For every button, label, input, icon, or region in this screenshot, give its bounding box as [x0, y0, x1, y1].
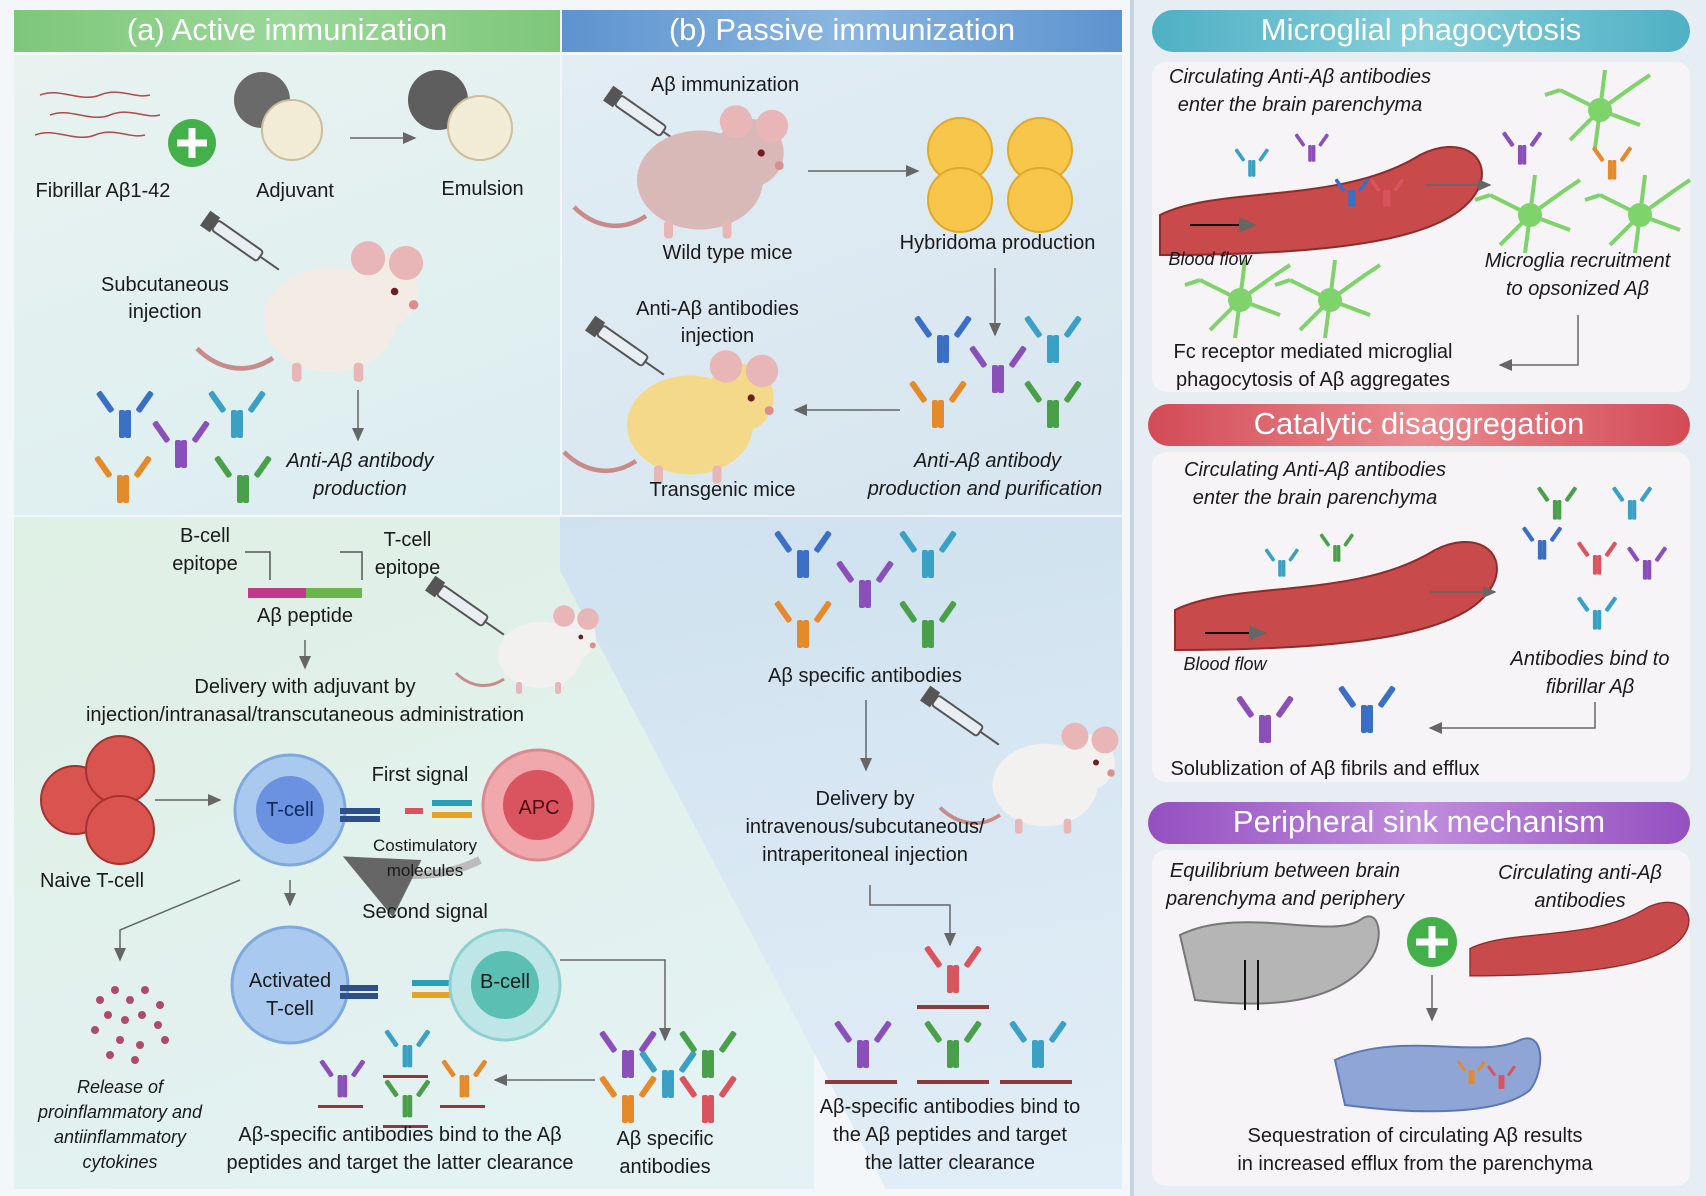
label-release-3: antiinflammatory [53, 1127, 187, 1147]
antibody-group-passive-bottom [773, 530, 958, 648]
hybridoma-cells [927, 117, 1073, 233]
header-passive: (b) Passive immunization [562, 10, 1122, 52]
label-mg-blood-flow: Blood flow [1168, 249, 1252, 269]
label-ps-equil-2: parenchyma and periphery [1166, 888, 1404, 910]
label-release-4: cytokines [82, 1152, 158, 1172]
label-passive-delivery-3: intraperitoneal injection [762, 844, 968, 866]
label-ps-circ-1: Circulating anti-Aβ [1498, 862, 1662, 884]
label-cd-solub: Solublization of Aβ fibrils and efflux [1170, 758, 1480, 780]
header-active: (a) Active immunization [14, 10, 560, 52]
label-naive: Naive T-cell [39, 870, 145, 892]
label-passive-bind-2: the Aβ peptides and target [833, 1124, 1067, 1146]
label-specific-1: Aβ specific [616, 1128, 714, 1150]
cytokine-dots [91, 986, 169, 1064]
header-peripheral: Peripheral sink mechanism [1148, 802, 1690, 844]
fibril-cluster [34, 91, 161, 139]
column-divider [1130, 0, 1134, 1196]
label-ps-equil-1: Equilibrium between brain [1169, 860, 1401, 882]
label-bcell-epitope-2: epitope [172, 553, 238, 575]
label-cd-circ-1: Circulating Anti-Aβ antibodies [1184, 459, 1446, 481]
blood-vessel-microglial [1159, 145, 1483, 256]
label-transgenic: Transgenic mice [649, 479, 796, 501]
antibody-group-active-bottom [598, 1030, 738, 1123]
label-tcell: T-cell [266, 799, 314, 821]
antibody-group-active [93, 390, 273, 503]
label-tcell-epitope-1: T-cell [383, 529, 432, 551]
label-cd-circ-2: enter the brain parenchyma [1192, 487, 1438, 509]
label-specific-2: antibodies [619, 1156, 711, 1178]
label-costim-2: molecules [386, 861, 464, 880]
label-apc: APC [518, 797, 560, 819]
label-mg-fc-2: phagocytosis of Aβ aggregates [1176, 369, 1450, 391]
label-subcutaneous-1: Subcutaneous [101, 274, 229, 296]
label-second-signal: Second signal [362, 901, 488, 923]
label-bind-2: peptides and target the latter clearance [226, 1152, 574, 1174]
label-tcell-epitope-2: epitope [374, 557, 441, 579]
header-catalytic: Catalytic disaggregation [1148, 404, 1690, 446]
peripheral-panel [1152, 850, 1690, 1186]
label-release-2: proinflammatory and [37, 1102, 203, 1122]
label-fibrillar: Fibrillar Aβ1-42 [35, 180, 171, 202]
label-activated-1: Activated [248, 970, 332, 992]
bound-antibodies-active [318, 1029, 488, 1128]
label-mg-fc-1: Fc receptor mediated microglial [1173, 341, 1453, 363]
label-bcell-epitope-1: B-cell [179, 525, 230, 547]
label-activated-2: T-cell [266, 998, 314, 1020]
label-emulsion: Emulsion [441, 178, 524, 200]
label-wild-type: Wild type mice [662, 242, 793, 264]
label-passive-delivery-2: intravenous/subcutaneous/ [745, 816, 985, 838]
label-costim-1: Costimulatory [373, 836, 477, 855]
bcell-epitope-bar [248, 588, 306, 598]
label-cd-blood-flow: Blood flow [1183, 654, 1267, 674]
label-bcell: B-cell [479, 971, 530, 993]
antibody-group-catalytic-bound [1521, 486, 1668, 630]
label-purification-2: production and purification [867, 478, 1103, 500]
naive-tcells [40, 735, 155, 865]
bound-antibodies-passive [825, 945, 1072, 1084]
label-delivery-2: injection/intranasal/transcutaneous admi… [85, 704, 525, 726]
label-first-signal: First signal [371, 764, 469, 786]
tcell-epitope-bar [306, 588, 362, 598]
label-passive-bind-1: Aβ-specific antibodies bind to [819, 1096, 1081, 1118]
label-ps-seq-2: in increased efflux from the parenchyma [1237, 1153, 1593, 1175]
label-mg-circ-1: Circulating Anti-Aβ antibodies [1169, 66, 1431, 88]
label-hybridoma: Hybridoma production [899, 232, 1096, 254]
grey-vessel [1178, 915, 1380, 1005]
label-subcutaneous-2: injection [128, 301, 202, 323]
label-adjuvant: Adjuvant [256, 180, 334, 202]
label-mg-circ-2: enter the brain parenchyma [1177, 94, 1423, 116]
label-cd-bind-1: Antibodies bind to [1510, 648, 1670, 670]
label-peptide: Aβ peptide [256, 605, 353, 627]
label-bind-1: Aβ-specific antibodies bind to the Aβ [238, 1124, 562, 1146]
label-delivery-1: Delivery with adjuvant by [194, 676, 416, 698]
label-cd-bind-2: fibrillar Aβ [1545, 676, 1635, 698]
header-microglial: Microglial phagocytosis [1152, 10, 1690, 52]
label-release-1: Release of [76, 1077, 164, 1097]
label-injection-1: Anti-Aβ antibodies [636, 298, 799, 320]
label-ab-immunization: Aβ immunization [650, 74, 800, 96]
label-mg-recruit-2: to opsonized Aβ [1506, 278, 1649, 300]
label-passive-specific: Aβ specific antibodies [768, 665, 962, 687]
label-injection-2: injection [680, 325, 755, 347]
antibody-group-catalytic [1264, 533, 1355, 577]
transgenic-mouse [564, 350, 778, 483]
label-purification-1: Anti-Aβ antibody [913, 450, 1062, 472]
label-antibody-production-1: Anti-Aβ antibody [286, 450, 434, 472]
blue-vessel [1333, 1037, 1542, 1113]
label-antibody-production-2: production [313, 478, 407, 500]
label-ps-seq-1: Sequestration of circulating Aβ results [1247, 1125, 1583, 1147]
wild-type-mouse [574, 105, 788, 238]
label-passive-delivery-1: Delivery by [815, 788, 915, 810]
label-passive-bind-3: the latter clearance [864, 1152, 1036, 1174]
label-ps-circ-2: antibodies [1534, 890, 1626, 912]
label-mg-recruit-1: Microglia recruitment [1484, 250, 1671, 272]
